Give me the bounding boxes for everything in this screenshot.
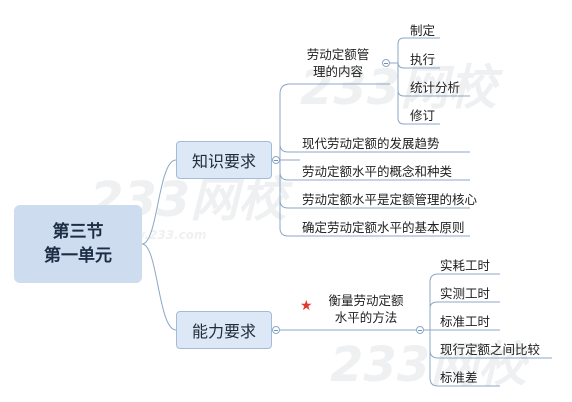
- leaf-item: 实耗工时: [440, 258, 491, 273]
- root-title-line1: 第三节: [52, 222, 104, 242]
- topic-quota-management-content: 劳动定额管 理的内容: [296, 46, 380, 80]
- branch-knowledge-requirements: 知识要求: [176, 141, 272, 179]
- leaf-item: 实测工时: [440, 286, 491, 301]
- topic-measure-quota-level-methods: 衡量劳动定额 水平的方法: [316, 292, 416, 326]
- collapse-toggle-icon[interactable]: [416, 326, 424, 334]
- branch-ability-requirements: 能力要求: [176, 311, 272, 349]
- topic-line2: 理的内容: [312, 64, 363, 79]
- leaf-item: 修订: [410, 108, 436, 123]
- leaf-item: 现行定额之间比较: [440, 342, 541, 357]
- star-icon: ★: [300, 298, 313, 314]
- leaf-item: 劳动定额水平是定额管理的核心: [302, 192, 478, 207]
- leaf-item: 标准差: [440, 370, 478, 385]
- leaf-item: 确定劳动定额水平的基本原则: [302, 220, 465, 235]
- collapse-toggle-icon[interactable]: [382, 59, 390, 67]
- collapse-toggle-icon[interactable]: [272, 326, 280, 334]
- leaf-item: 制定: [410, 23, 436, 38]
- topic-line1: 衡量劳动定额: [328, 293, 404, 308]
- topic-line1: 劳动定额管: [306, 47, 370, 62]
- root-title-line2: 第一单元: [44, 246, 112, 266]
- leaf-item: 执行: [410, 52, 436, 67]
- leaf-item: 统计分析: [410, 80, 461, 95]
- root-node: 第三节 第一单元: [14, 205, 142, 283]
- topic-line2: 水平的方法: [334, 310, 398, 325]
- leaf-item: 现代劳动定额的发展趋势: [302, 136, 440, 151]
- leaf-item: 标准工时: [440, 314, 491, 329]
- collapse-toggle-icon[interactable]: [272, 156, 280, 164]
- leaf-item: 劳动定额水平的概念和种类: [302, 164, 453, 179]
